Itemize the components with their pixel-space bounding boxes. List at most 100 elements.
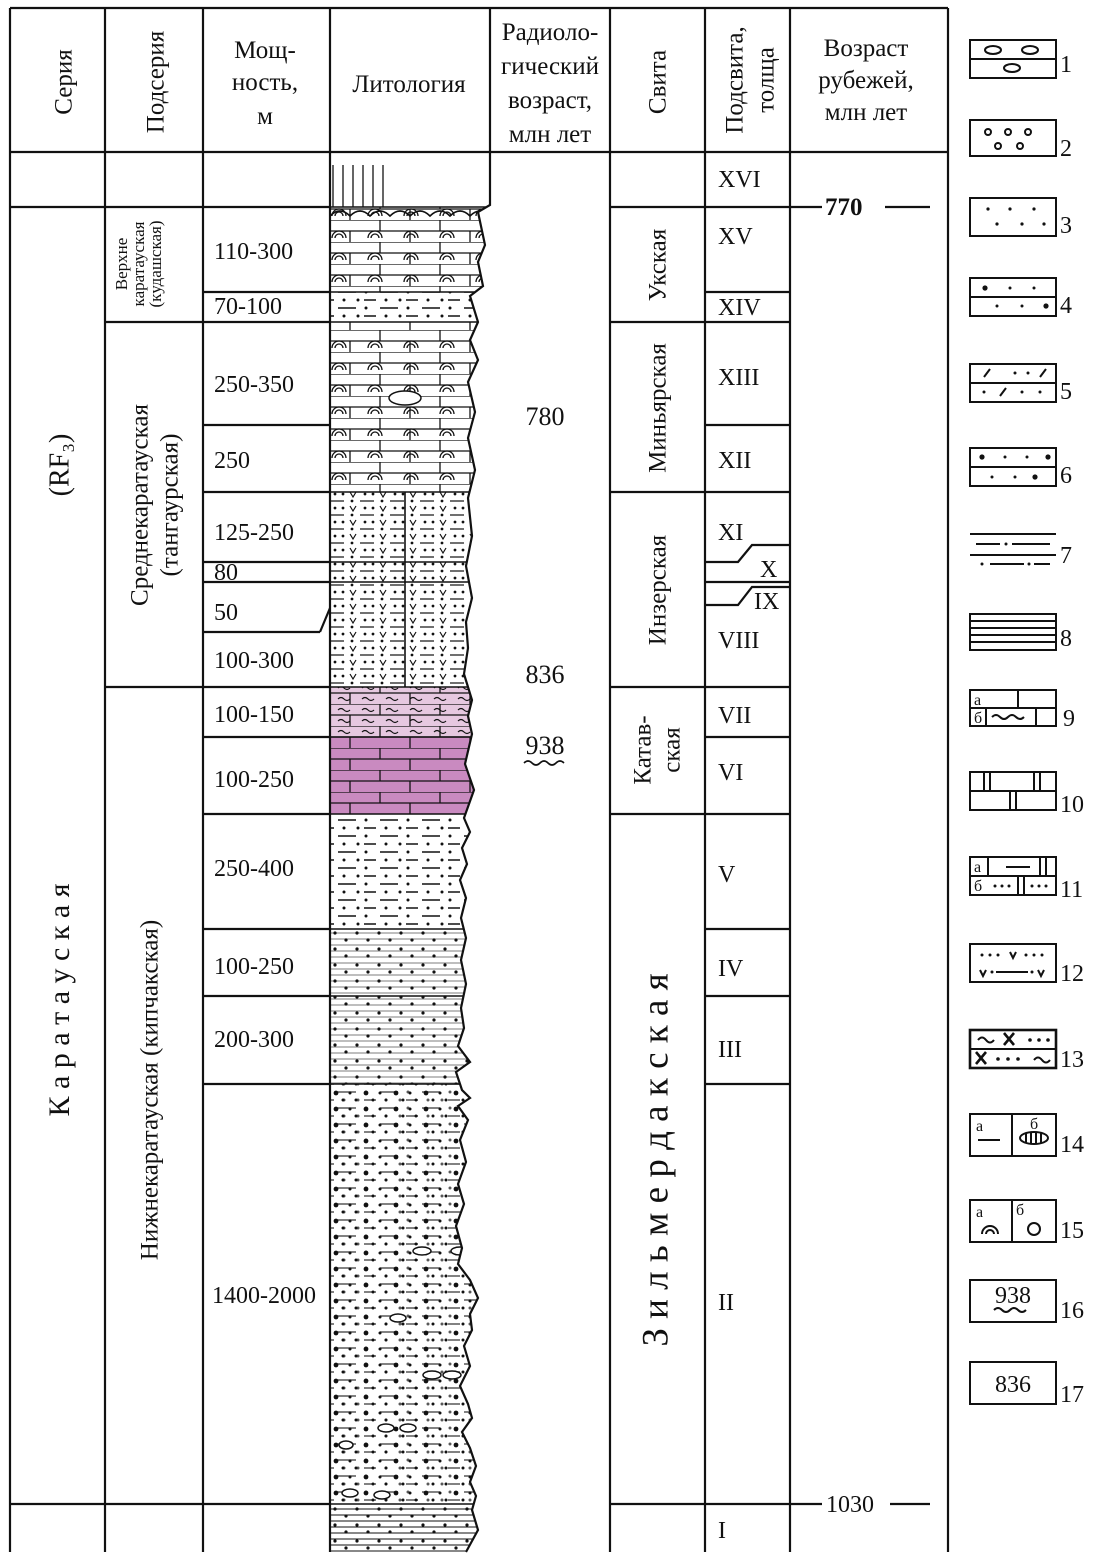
legend-15-sub-a: а (976, 1204, 983, 1221)
legend-number-5: 5 (1060, 379, 1072, 405)
thickness-xiv: 70-100 (214, 294, 282, 320)
thickness-xii: 250 (214, 448, 250, 474)
legend-14-sub-a: а (976, 1118, 983, 1135)
subformation-v: V (718, 862, 736, 888)
column-headers: Серия Подсерия Мощ- ность, м Литология Р… (51, 19, 914, 148)
boundary-age-770: 770 (825, 194, 863, 221)
subformation-iv: IV (718, 956, 744, 982)
subformation-xv: XV (718, 224, 753, 250)
legend-number-7: 7 (1060, 543, 1072, 569)
thickness-xi: 125-250 (214, 520, 294, 546)
header-boundary-3: млн лет (825, 99, 907, 126)
legend-number-6: 6 (1060, 463, 1072, 489)
legend-16-sample: 938 (995, 1283, 1031, 1309)
header-series: Серия (51, 49, 78, 115)
header-lithology: Литология (352, 71, 466, 98)
subformation-vii: VII (718, 703, 751, 729)
header-thickness-1: Мощ- (234, 37, 296, 64)
legend-item-11 (970, 857, 1056, 895)
legend-item-10 (970, 772, 1056, 810)
series-name: К а р а т а у с к а я (43, 883, 76, 1116)
legend-item-7 (970, 534, 1056, 566)
legend-9-sub-a: а (974, 692, 981, 709)
legend-item-6 (970, 448, 1056, 486)
header-radio-2: гический (501, 53, 599, 80)
legend-number-14: 14 (1060, 1132, 1084, 1158)
radio-age-836: 836 (526, 660, 565, 689)
subformation-xiii: XIII (718, 365, 759, 391)
legend-item-4 (970, 278, 1056, 316)
legend-17-sample: 836 (995, 1372, 1031, 1398)
radio-age-780: 780 (526, 402, 565, 431)
subformation-ix: IX (754, 589, 779, 615)
thickness-ii: 1400-2000 (212, 1283, 316, 1309)
header-boundary-2: рубежей, (818, 67, 914, 94)
legend-item-5 (970, 364, 1056, 402)
header-radio-1: Радиоло- (502, 19, 599, 46)
legend-number-4: 4 (1060, 293, 1072, 319)
subformation-xii: XII (718, 448, 751, 474)
thickness-vii: 100-150 (214, 702, 294, 728)
header-subformation-1: Подсвита, (722, 26, 749, 133)
formation-katav-2: ская (659, 727, 686, 773)
thickness-ix: 50 (214, 600, 238, 626)
header-radio-4: млн лет (509, 121, 591, 148)
radio-age-938: 938 (526, 731, 565, 760)
formation-zilmerdak: З и л ь м е р д а к с к а я (635, 973, 676, 1346)
legend-number-17: 17 (1060, 1382, 1084, 1408)
legend-number-16: 16 (1060, 1298, 1084, 1324)
thickness-x: 80 (214, 560, 238, 586)
thickness-column: 110-300 70-100 250-350 250 125-250 80 50… (212, 239, 316, 1309)
subformation-xvi: XVI (718, 167, 761, 193)
header-subseries: Подсерия (143, 30, 170, 133)
boundary-age-1030: 1030 (826, 1492, 874, 1518)
legend (970, 40, 1056, 1404)
subformation-ii: II (718, 1290, 734, 1316)
thickness-v: 250-400 (214, 856, 294, 882)
subformation-iii: III (718, 1037, 742, 1063)
formation-minyar: Миньярская (645, 343, 672, 473)
formation-katav-1: Катав- (630, 715, 657, 784)
subformation-xiv: XIV (718, 295, 761, 321)
header-thickness-2: ность, (232, 69, 298, 96)
subseries-column: Верхне каратауская (кудашская) Среднекар… (112, 221, 184, 1261)
legend-number-3: 3 (1060, 213, 1072, 239)
legend-15-sub-b: б (1016, 1202, 1024, 1219)
legend-item-2 (970, 120, 1056, 156)
thickness-viii: 100-300 (214, 648, 294, 674)
subformation-x: X (760, 557, 777, 583)
radiological-age-column: 780 836 938 (524, 402, 565, 765)
legend-labels: 1 2 3 4 5 6 7 8 9 10 11 12 13 14 15 16 1… (974, 52, 1084, 1408)
subformation-xi: XI (718, 520, 743, 546)
subformation-vi: VI (718, 760, 743, 786)
subformation-column: XVI XV XIV XIII XII XI X IX VIII VII VI … (718, 167, 779, 1544)
legend-number-2: 2 (1060, 136, 1072, 162)
header-radio-3: возраст, (508, 87, 592, 114)
legend-14-sub-b: б (1030, 1116, 1038, 1133)
legend-number-10: 10 (1060, 792, 1084, 818)
radio-age-938-wavy-underline (524, 761, 564, 765)
legend-item-8 (970, 614, 1056, 650)
legend-item-13 (970, 1030, 1056, 1068)
thickness-xv: 110-300 (214, 239, 293, 265)
header-formation: Свита (645, 50, 672, 114)
subformation-i: I (718, 1518, 726, 1544)
legend-11-sub-b: б (974, 878, 982, 895)
legend-number-8: 8 (1060, 626, 1072, 652)
legend-number-1: 1 (1060, 52, 1072, 78)
legend-number-11: 11 (1060, 877, 1083, 903)
formation-inzer: Инзерская (645, 534, 672, 645)
thickness-iv: 100-250 (214, 954, 294, 980)
legend-9-sub-b: б (974, 710, 982, 727)
legend-number-9: 9 (1063, 706, 1075, 732)
legend-item-12 (970, 944, 1056, 982)
series-index: (RF₃) (44, 434, 75, 497)
series-column: К а р а т а у с к а я (RF₃) (43, 434, 76, 1117)
boundary-age-column: 770 1030 (825, 194, 874, 1518)
formation-column: Укская Миньярская Инзерская Катав- ская … (630, 228, 686, 1346)
thickness-iii: 200-300 (214, 1027, 294, 1053)
subseries-lower: Нижнекаратауская (кипчакская) (137, 920, 164, 1260)
subseries-upper-3: (кудашская) (146, 221, 165, 308)
thickness-vi: 100-250 (214, 767, 294, 793)
